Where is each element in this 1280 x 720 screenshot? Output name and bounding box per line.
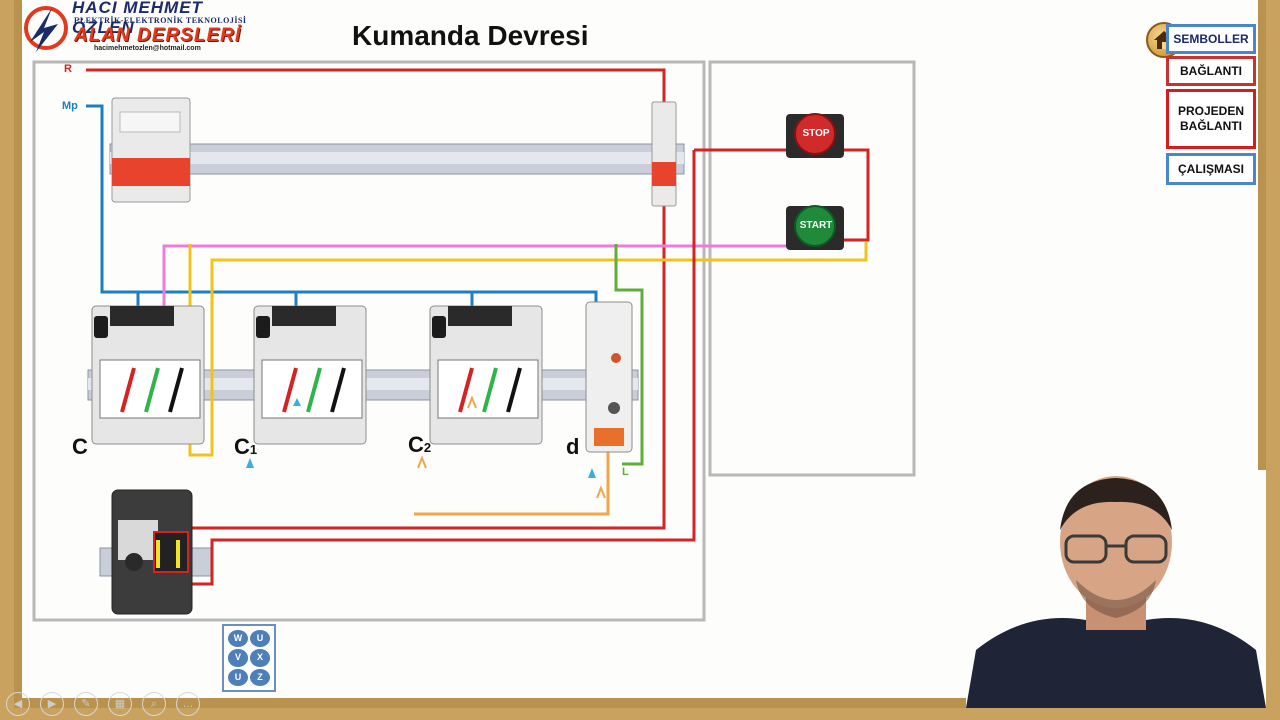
projeden-baglanti-button[interactable]: PROJEDEN BAĞLANTI [1166, 89, 1256, 149]
contactor-c1-label: C1 [234, 434, 258, 459]
wire-label-l: L [622, 466, 629, 478]
wire-r [86, 68, 666, 530]
start-button-graphic [786, 205, 844, 250]
motor-terminal-box: W U V X U Z [222, 624, 276, 692]
terminal-v: V [228, 649, 248, 667]
wire-green [614, 244, 644, 466]
start-button-label[interactable]: START [799, 220, 833, 231]
wiring-panel-frame [32, 60, 706, 622]
slide-canvas: HACI MEHMET ÖZLEN ELEKTRİK-ELEKTRONİK TE… [14, 0, 1266, 708]
single-pole-breaker [651, 101, 677, 207]
stop-button-label[interactable]: STOP [802, 128, 830, 139]
wire-label-r: R [64, 63, 72, 75]
wire-mp [86, 104, 598, 302]
three-pole-breaker [111, 97, 191, 203]
marker-c2 [417, 455, 427, 469]
page-title: Kumanda Devresi [352, 20, 589, 51]
logo-emblem-icon [24, 6, 68, 52]
slides-grid-icon[interactable]: ▦ [108, 692, 132, 716]
calismasi-button[interactable]: ÇALIŞMASI [1166, 153, 1256, 185]
wire-label-mp: Mp [62, 100, 78, 112]
marker-c1 [246, 458, 254, 468]
brand-name: ALAN DERSLERİ [74, 25, 242, 46]
contactor-c [91, 305, 205, 445]
pen-tool-icon[interactable]: ✎ [74, 692, 98, 716]
wire-orange [414, 452, 610, 516]
marker-d-blue [588, 468, 596, 478]
contactor-c2-label: C2 [408, 432, 432, 457]
wire-pink [162, 244, 786, 330]
thermal-overload-relay [111, 489, 193, 615]
brand-logo: HACI MEHMET ÖZLEN ELEKTRİK-ELEKTRONİK TE… [22, 0, 267, 58]
wire-yellow [188, 242, 868, 457]
prev-slide-icon[interactable]: ◀ [6, 692, 30, 716]
author-subtitle: ELEKTRİK-ELEKTRONİK TEKNOLOJİSİ [74, 16, 247, 25]
marker-d-orange [596, 485, 606, 499]
timer-relay-label: d [566, 434, 580, 459]
slideshow-controls: ◀ ▶ ✎ ▦ ⌕ … [6, 692, 200, 716]
presenter-webcam [966, 470, 1266, 708]
next-slide-icon[interactable]: ▶ [40, 692, 64, 716]
button-panel-frame [708, 60, 916, 477]
contactor-c1 [253, 305, 367, 445]
contactor-c2 [429, 305, 543, 445]
more-options-icon[interactable]: … [176, 692, 200, 716]
baglanti-button[interactable]: BAĞLANTI [1166, 56, 1256, 86]
author-name: HACI MEHMET ÖZLEN [72, 0, 203, 37]
terminal-w: W [228, 630, 248, 648]
din-rail-top [109, 143, 685, 175]
terminal-z: Z [250, 668, 270, 686]
terminal-x: X [250, 649, 270, 667]
semboller-button[interactable]: SEMBOLLER [1166, 24, 1256, 54]
zoom-icon[interactable]: ⌕ [142, 692, 166, 716]
timer-relay-d [585, 301, 633, 453]
stop-button-graphic [786, 113, 844, 158]
author-email: hacimehmetozlen@hotmail.com [94, 45, 201, 52]
terminal-u2: U [228, 668, 248, 686]
terminal-u: U [250, 630, 270, 648]
contactor-c-label: C [72, 434, 88, 459]
